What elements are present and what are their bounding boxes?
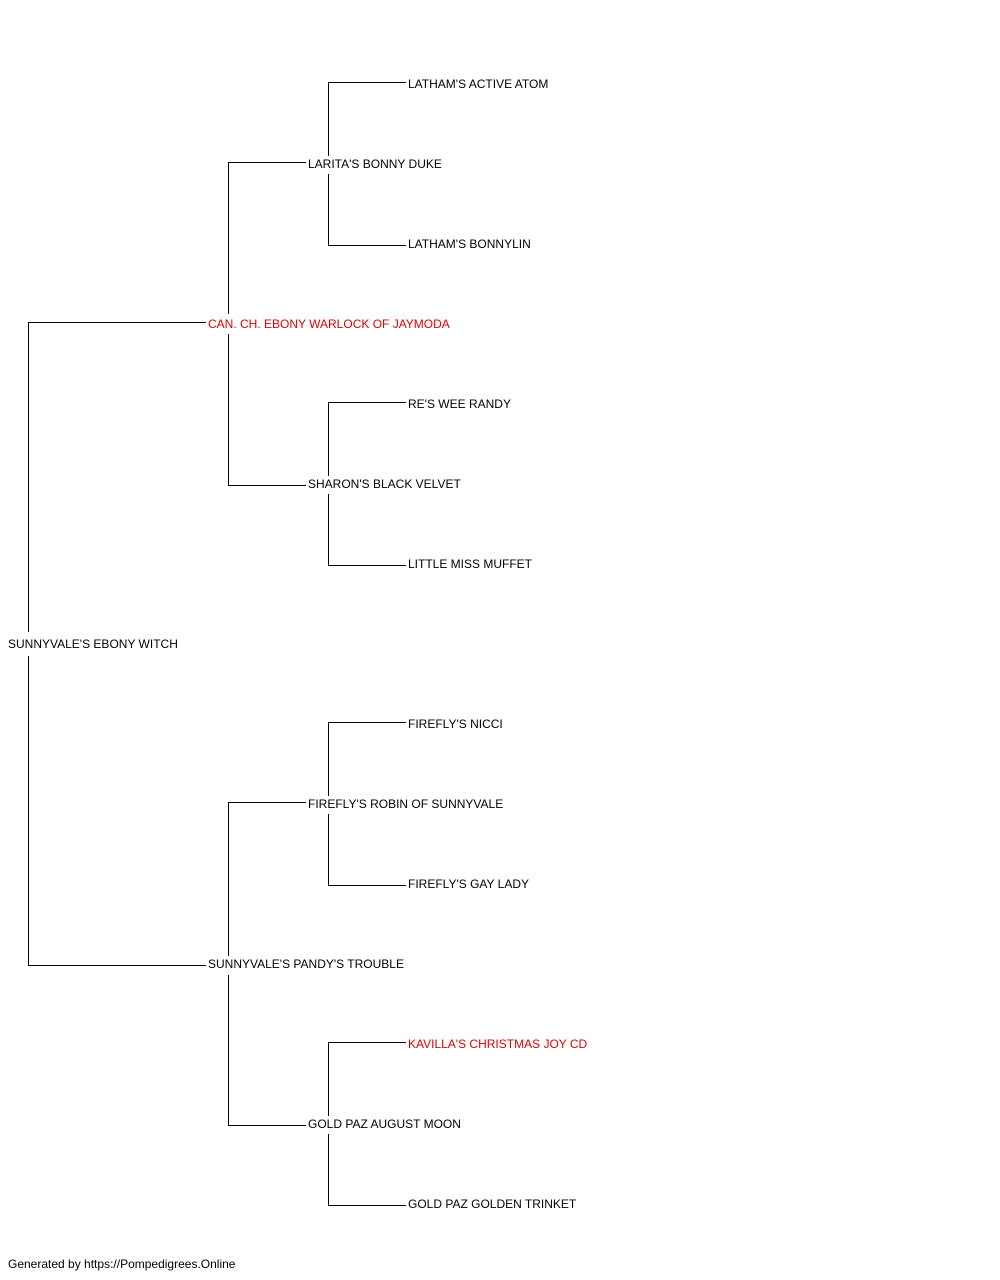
pedigree-dam-sire: FIREFLY'S ROBIN OF SUNNYVALE — [307, 797, 505, 811]
connector-sire-to-sire-sire — [228, 162, 306, 314]
pedigree-dam: SUNNYVALE'S PANDY'S TROUBLE — [207, 957, 405, 971]
pedigree-subject: SUNNYVALE'S EBONY WITCH — [7, 637, 179, 651]
connector-dam-dam-to-dam — [328, 1134, 406, 1206]
connector-dam-dam-to-sire — [328, 1042, 406, 1116]
connector-dam-sire-to-sire — [328, 722, 406, 796]
pedigree-dam-dam: GOLD PAZ AUGUST MOON — [307, 1117, 462, 1131]
pedigree-sire-sire: LARITA'S BONNY DUKE — [307, 157, 443, 171]
connector-dam-to-dam-dam — [228, 975, 306, 1126]
connector-dam-sire-to-dam — [328, 814, 406, 886]
pedigree-sire-dam: SHARON'S BLACK VELVET — [307, 477, 462, 491]
connector-dam-to-dam-sire — [228, 802, 306, 956]
generator-credit: Generated by https://Pompedigrees.Online — [8, 1257, 236, 1271]
pedigree-sire-sire-dam: LATHAM'S BONNYLIN — [407, 237, 532, 251]
pedigree-dam-dam-sire: KAVILLA'S CHRISTMAS JOY CD — [407, 1037, 589, 1051]
connector-sire-to-sire-dam — [228, 334, 306, 486]
pedigree-dam-sire-sire: FIREFLY'S NICCI — [407, 717, 504, 731]
connector-sire-dam-to-dam — [328, 494, 406, 566]
connector-sire-sire-to-dam — [328, 174, 406, 246]
pedigree-sire-sire-sire: LATHAM'S ACTIVE ATOM — [407, 77, 550, 91]
connector-subject-to-sire — [28, 322, 206, 632]
pedigree-sire: CAN. CH. EBONY WARLOCK OF JAYMODA — [207, 317, 451, 331]
pedigree-dam-sire-dam: FIREFLY'S GAY LADY — [407, 877, 530, 891]
pedigree-sire-dam-sire: RE'S WEE RANDY — [407, 397, 512, 411]
connector-sire-sire-to-sire — [328, 82, 406, 156]
connector-sire-dam-to-sire — [328, 402, 406, 476]
connector-subject-to-dam — [28, 656, 206, 966]
pedigree-sire-dam-dam: LITTLE MISS MUFFET — [407, 557, 534, 571]
pedigree-dam-dam-dam: GOLD PAZ GOLDEN TRINKET — [407, 1197, 578, 1211]
